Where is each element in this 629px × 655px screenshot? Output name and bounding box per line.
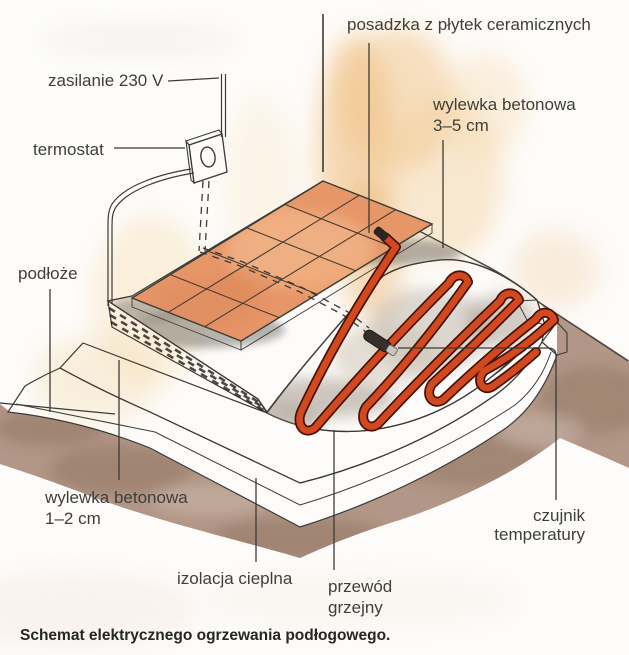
thermostat-box [185,129,228,185]
thermostat-dial [200,146,216,168]
label-podloze: podłoże [18,264,78,283]
embedded-cable-hatch [108,306,266,413]
temperature-sensor [363,329,398,357]
thermostat-conduit [107,168,195,306]
leader-lines [49,43,557,570]
label-wylewka-dolna-2: 1–2 cm [45,509,101,528]
labels: posadzka z płytek ceramicznych zasilanie… [18,15,591,644]
label-wylewka-dolna-1: wylewka betonowa [44,488,188,507]
cable-end-cap [373,226,389,241]
label-zasilanie: zasilanie 230 V [48,71,164,90]
heating-cable-core [296,233,558,434]
label-czujnik-1: czujnik [533,506,585,525]
insulation-bevel-line [15,351,552,506]
heating-cable [294,226,559,436]
label-wylewka-gorna-2: 3–5 cm [433,116,489,135]
thermostat-assembly [107,74,228,306]
label-przewod-2: grzejny [328,598,383,617]
leader-czujnik [398,347,557,500]
leader-zasilanie [167,77,220,82]
label-posadzka: posadzka z płytek ceramicznych [347,15,591,34]
label-przewod-1: przewód [328,577,392,596]
figure-caption: Schemat elektrycznego ogrzewania podłogo… [20,627,390,644]
sensor-conduit-dashed [198,180,370,333]
dark-screed-cut-face [107,299,268,414]
label-czujnik-2: temperatury [494,525,585,544]
label-termostat: termostat [33,140,104,159]
label-wylewka-gorna-1: wylewka betonowa [432,95,576,114]
tile-floor [130,180,434,351]
tile-grid-lines [168,194,396,328]
supply-wires [220,74,227,137]
label-izolacja: izolacja cieplna [177,569,293,588]
